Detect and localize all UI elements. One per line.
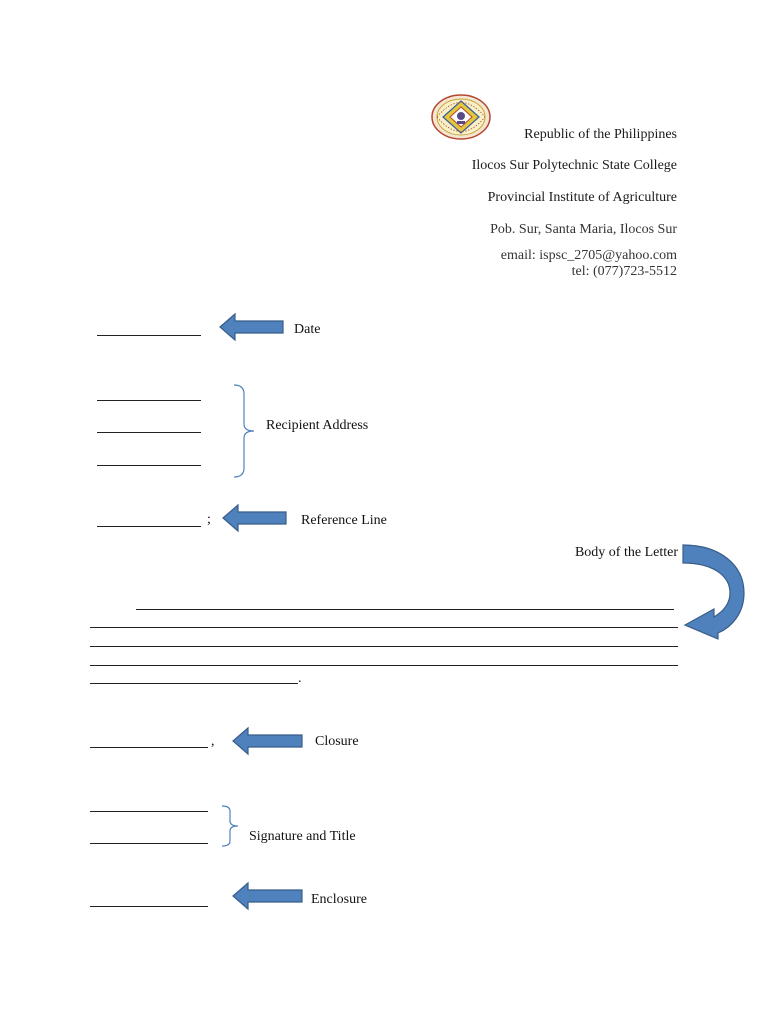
left-arrow-icon: [222, 503, 287, 533]
enclosure-label: Enclosure: [311, 892, 367, 907]
letterhead-institute: Provincial Institute of Agriculture: [487, 190, 677, 205]
left-arrow-icon: [232, 881, 303, 911]
reference-semicolon: ;: [207, 512, 211, 527]
body-line-5: [90, 683, 298, 684]
date-blank: [97, 335, 201, 336]
letterhead-address: Pob. Sur, Santa Maria, Ilocos Sur: [490, 222, 677, 237]
letterhead-email: email: ispsc_2705@yahoo.com: [500, 248, 677, 263]
letterhead-college: Ilocos Sur Polytechnic State College: [471, 158, 677, 173]
body-period: .: [298, 671, 302, 686]
body-line-4: [90, 665, 678, 666]
body-label: Body of the Letter: [574, 545, 678, 560]
recipient-blank-1: [97, 400, 201, 401]
date-label: Date: [294, 322, 321, 337]
title-blank: [90, 843, 208, 844]
closure-blank: [90, 747, 208, 748]
left-arrow-icon: [232, 726, 303, 756]
reference-blank: [97, 526, 201, 527]
reference-label: Reference Line: [301, 513, 387, 528]
closure-comma: ,: [211, 734, 215, 749]
signature-blank: [90, 811, 208, 812]
body-line-2: [90, 627, 678, 628]
curved-arrow-icon: [682, 544, 745, 640]
letterhead-republic: Republic of the Philippines: [524, 127, 677, 142]
letterhead-tel: tel: (077)723-5512: [571, 264, 677, 279]
right-brace-icon: [233, 384, 255, 478]
signature-label: Signature and Title: [249, 829, 356, 844]
recipient-blank-3: [97, 465, 201, 466]
closure-label: Closure: [315, 734, 359, 749]
enclosure-blank: [90, 906, 208, 907]
right-brace-icon: [221, 805, 239, 847]
body-line-3: [90, 646, 678, 647]
body-line-1: [136, 609, 674, 610]
recipient-label: Recipient Address: [266, 418, 369, 433]
college-seal-icon: [431, 94, 491, 140]
recipient-blank-2: [97, 432, 201, 433]
left-arrow-icon: [219, 312, 284, 342]
